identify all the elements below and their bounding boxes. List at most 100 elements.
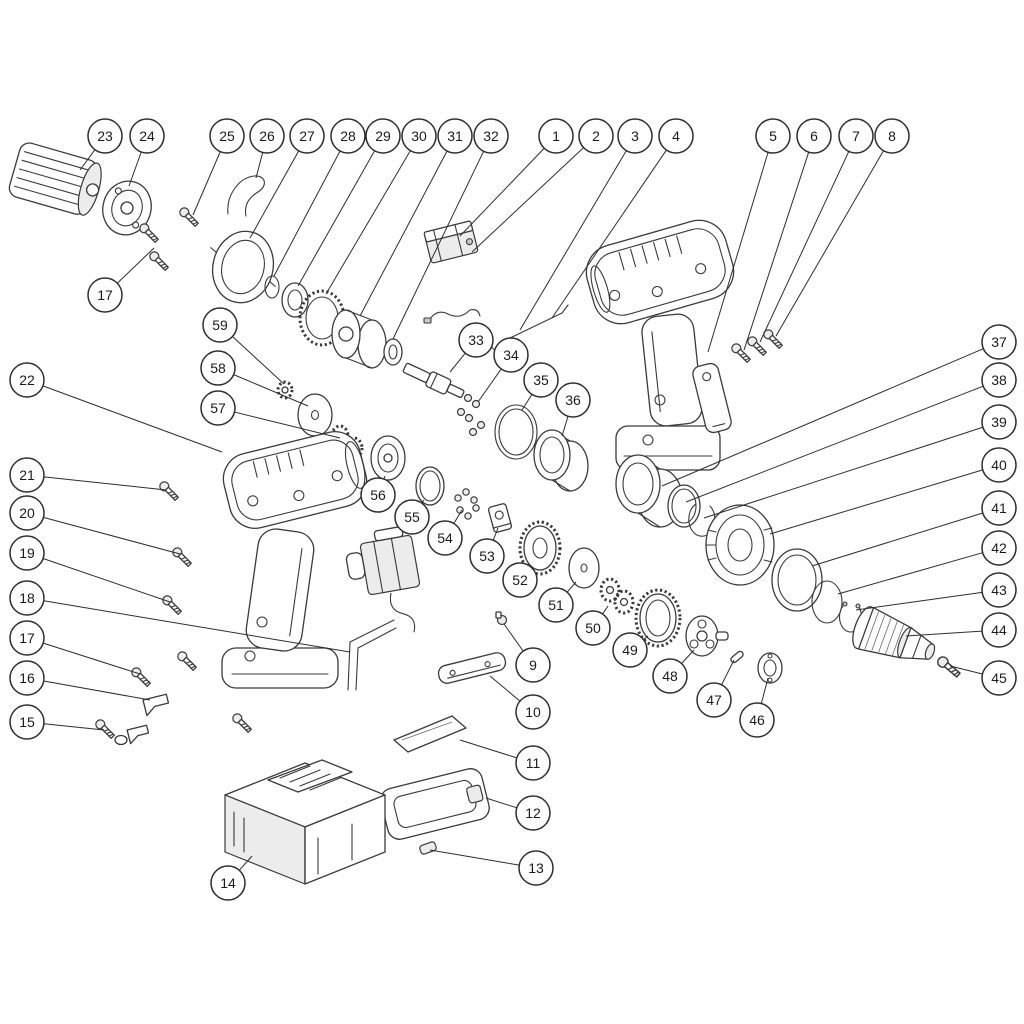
leader-line-26	[255, 152, 264, 179]
callout-number-16: 16	[19, 670, 35, 686]
callout-number-39: 39	[991, 414, 1007, 430]
callout-number-56: 56	[370, 487, 386, 503]
callout-number-36: 36	[565, 392, 581, 408]
callout-number-50: 50	[585, 620, 601, 636]
callout-balloon-21	[9, 457, 45, 493]
large-washer-51	[568, 547, 600, 589]
callout-balloon-50	[575, 610, 611, 646]
callout-balloon-49	[612, 632, 648, 668]
torque-adjust-collar	[705, 504, 775, 586]
lock-pin	[730, 650, 744, 664]
ring-cylinder-36	[533, 429, 589, 492]
callout-number-57: 57	[210, 400, 226, 416]
leader-line-20	[43, 516, 181, 555]
callout-number-34: 34	[503, 347, 519, 363]
callout-number-41: 41	[991, 500, 1007, 516]
callout-balloon-51	[538, 587, 574, 623]
callout-number-17: 17	[97, 287, 113, 303]
leader-line-27	[249, 150, 300, 239]
leader-line-43	[855, 591, 983, 611]
callout-number-47: 47	[706, 692, 722, 708]
callout-number-6: 6	[810, 128, 818, 144]
callout-number-29: 29	[375, 128, 391, 144]
callout-balloon-3	[617, 118, 653, 154]
callout-number-15: 15	[19, 714, 35, 730]
leader-line-29	[297, 150, 376, 287]
leader-line-2	[471, 147, 584, 253]
switch-block	[423, 220, 479, 264]
callout-balloon-43	[981, 572, 1017, 608]
leader-line-6	[743, 152, 810, 351]
callout-balloon-2	[578, 118, 614, 154]
callout-balloon-17	[87, 277, 123, 313]
callout-balloon-56	[360, 477, 396, 513]
callout-number-18: 18	[19, 590, 35, 606]
leader-line-23	[79, 149, 96, 171]
clutch-gear	[518, 520, 562, 576]
callout-number-44: 44	[991, 622, 1007, 638]
callout-balloon-54	[427, 520, 463, 556]
callout-number-13: 13	[528, 860, 544, 876]
flat-washer	[383, 338, 403, 366]
leader-line-7	[759, 151, 850, 343]
leader-line-15	[43, 723, 105, 731]
motor-end-plate	[102, 180, 152, 236]
callout-number-52: 52	[512, 572, 528, 588]
leader-line-17	[116, 247, 155, 284]
callout-balloon-33	[458, 322, 494, 358]
callout-balloon-23	[87, 118, 123, 154]
callout-number-55: 55	[404, 509, 420, 525]
callout-balloon-10	[515, 694, 551, 730]
clutch-plate	[370, 435, 406, 481]
callout-number-10: 10	[525, 704, 541, 720]
callout-number-30: 30	[411, 128, 427, 144]
callout-number-28: 28	[340, 128, 356, 144]
spindle-collar	[757, 652, 783, 684]
callout-number-8: 8	[888, 128, 896, 144]
callout-number-42: 42	[991, 540, 1007, 556]
callout-balloon-6	[796, 118, 832, 154]
callout-number-17: 17	[19, 630, 35, 646]
callout-number-48: 48	[662, 668, 678, 684]
callout-balloon-31	[437, 118, 473, 154]
leader-line-4	[551, 149, 667, 319]
leader-line-17	[43, 642, 141, 675]
callout-number-58: 58	[210, 360, 226, 376]
callout-number-27: 27	[299, 128, 315, 144]
callout-balloon-12	[515, 795, 551, 831]
callout-balloon-37	[981, 324, 1017, 360]
leader-line-34	[477, 368, 502, 403]
callout-balloon-58	[200, 350, 236, 386]
callout-number-53: 53	[479, 548, 495, 564]
callout-balloon-48	[652, 658, 688, 694]
motor-pinion	[276, 380, 294, 400]
callout-balloon-27	[289, 118, 325, 154]
callout-balloon-46	[739, 702, 775, 738]
leader-line-13	[429, 849, 520, 866]
leader-line-22	[42, 385, 223, 453]
parts-artwork	[8, 142, 963, 885]
callout-number-2: 2	[592, 128, 600, 144]
steel-balls	[456, 393, 486, 437]
callout-balloon-20	[9, 495, 45, 531]
detent-pin	[495, 611, 508, 626]
leader-line-49	[643, 635, 649, 640]
callout-balloon-47	[696, 682, 732, 718]
callout-number-54: 54	[437, 530, 453, 546]
leader-line-12	[485, 797, 517, 809]
leader-line-50	[602, 605, 609, 615]
output-spindle	[402, 362, 465, 398]
callout-number-3: 3	[631, 128, 639, 144]
planet-gears	[599, 577, 635, 615]
callout-number-37: 37	[991, 334, 1007, 350]
callout-balloon-36	[555, 382, 591, 418]
callout-number-38: 38	[991, 372, 1007, 388]
leader-line-9	[503, 623, 524, 652]
trigger-switch-assembly	[345, 526, 421, 633]
callout-balloon-4	[658, 118, 694, 154]
callout-balloon-28	[330, 118, 366, 154]
callout-balloon-24	[129, 118, 165, 154]
callout-number-19: 19	[19, 545, 35, 561]
